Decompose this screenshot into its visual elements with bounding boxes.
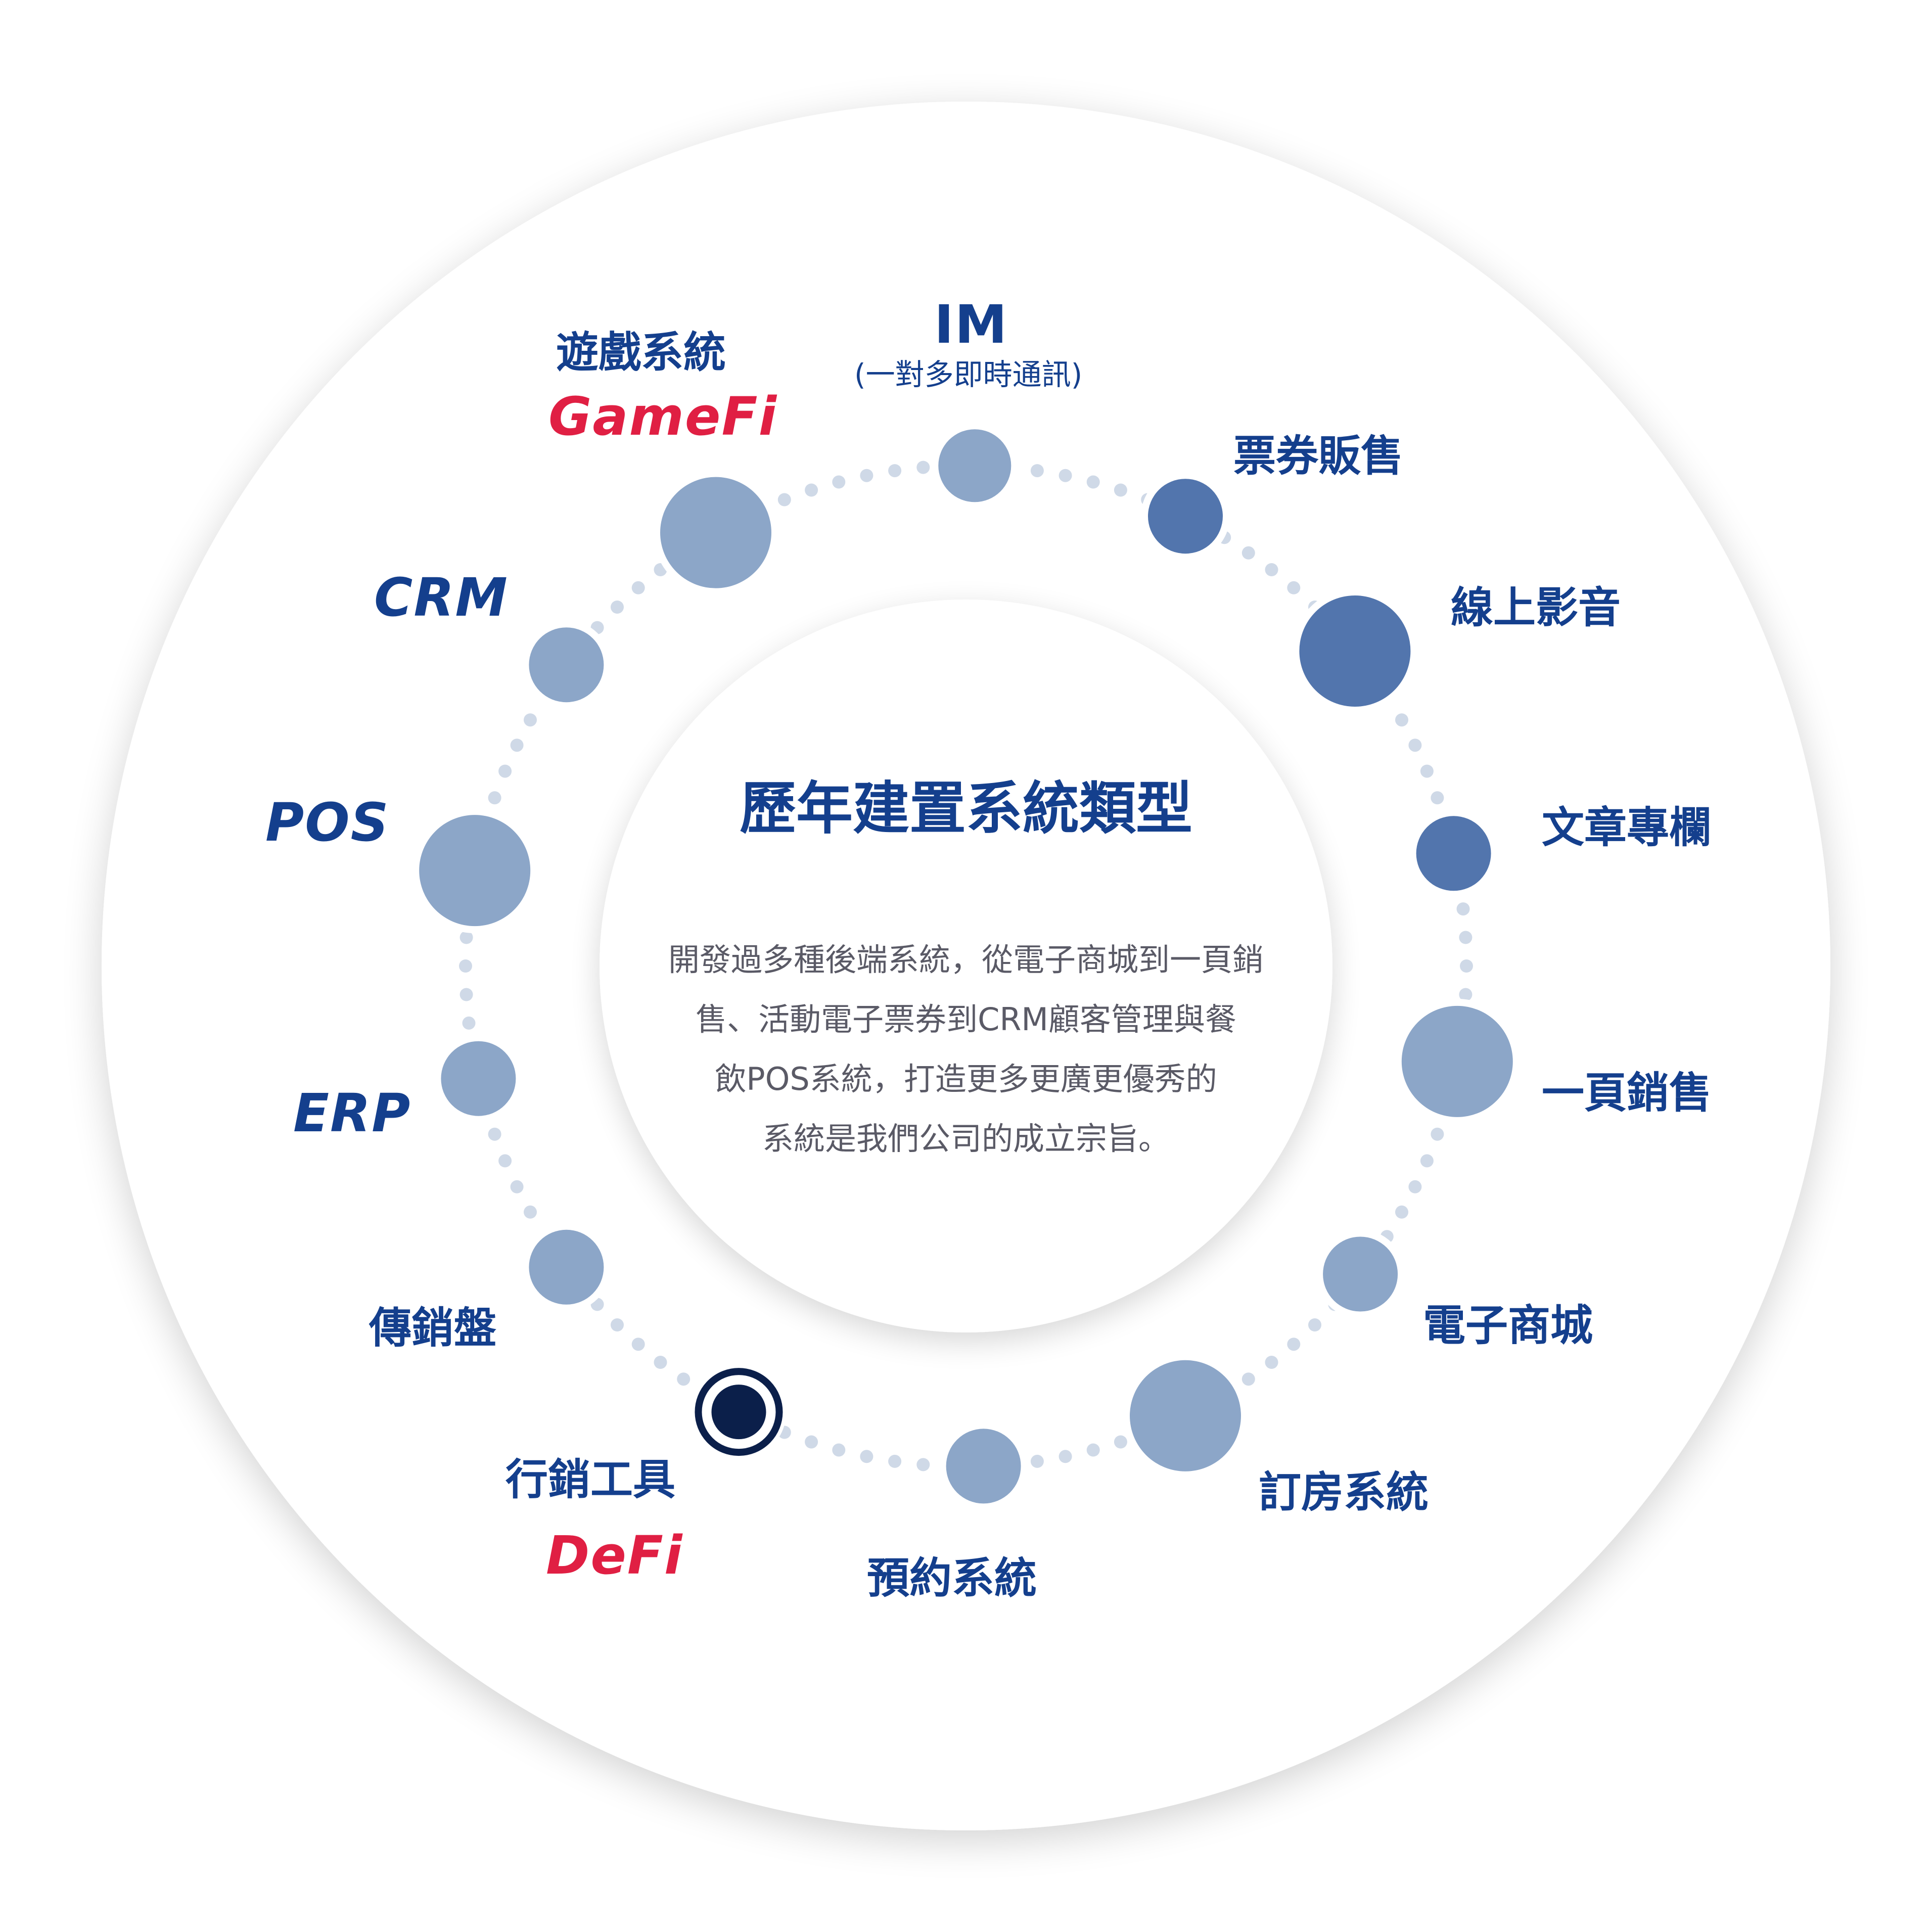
center-title: 歷年建置系統類型 bbox=[740, 776, 1192, 842]
node-erp[interactable] bbox=[441, 1041, 516, 1116]
node-crm[interactable] bbox=[529, 627, 604, 703]
ring-dot bbox=[888, 464, 902, 478]
node-im[interactable] bbox=[938, 429, 1011, 502]
ring-dot bbox=[510, 739, 524, 752]
ring-dot bbox=[1459, 931, 1473, 944]
label-mlm: 傳銷盤 bbox=[369, 1303, 497, 1353]
ring-dot bbox=[1408, 1180, 1422, 1193]
ring-dot bbox=[1395, 713, 1408, 727]
label-marketing: 行銷工具 bbox=[505, 1455, 676, 1504]
inner-circle bbox=[600, 600, 1332, 1332]
description-line: 開發過多種後端系統，從電子商城到一頁銷 bbox=[668, 941, 1264, 978]
ring-dot bbox=[805, 1435, 818, 1449]
ring-dot bbox=[1460, 959, 1473, 973]
ring-dot bbox=[459, 931, 473, 944]
label-video: 線上影音 bbox=[1451, 583, 1621, 632]
ring-dot bbox=[1459, 988, 1473, 1001]
ring-dot bbox=[860, 1450, 873, 1463]
node-ecommerce[interactable] bbox=[1323, 1236, 1398, 1312]
ring-dot bbox=[510, 1180, 524, 1193]
ring-dot bbox=[916, 461, 930, 474]
ring-dot bbox=[459, 988, 473, 1001]
node-layer bbox=[412, 422, 1520, 1511]
ring-dot bbox=[1420, 1154, 1434, 1168]
ring-dot bbox=[1408, 739, 1422, 752]
ring-dot bbox=[916, 1458, 930, 1471]
node-game[interactable] bbox=[660, 477, 771, 588]
ring-dot bbox=[860, 469, 873, 482]
ring-dot bbox=[677, 1372, 691, 1386]
node-booking[interactable] bbox=[1130, 1360, 1241, 1471]
ring-dot bbox=[1086, 1443, 1100, 1457]
label-gamefi: GameFi bbox=[548, 386, 778, 447]
label-pos: POS bbox=[265, 792, 390, 853]
ring-dot bbox=[611, 601, 624, 614]
ring-dot bbox=[832, 1443, 846, 1457]
ring-dot bbox=[524, 1205, 537, 1219]
label-ticket: 票券販售 bbox=[1233, 431, 1404, 481]
ring-dot bbox=[1086, 475, 1100, 489]
ring-dot bbox=[498, 1154, 512, 1168]
ring-dot bbox=[611, 1318, 624, 1331]
ring-dot bbox=[1030, 1454, 1044, 1468]
ring-dot bbox=[1059, 1450, 1072, 1463]
label-crm: CRM bbox=[374, 567, 509, 628]
ring-dot bbox=[1114, 483, 1127, 497]
description-line: 售、活動電子票券到CRM顧客管理與餐 bbox=[696, 1001, 1236, 1038]
label-booking: 訂房系統 bbox=[1259, 1467, 1429, 1517]
ring-dot bbox=[1059, 469, 1072, 482]
ring-dot bbox=[1265, 1356, 1278, 1369]
node-ticket[interactable] bbox=[1148, 479, 1223, 554]
ring-dot bbox=[1456, 902, 1470, 916]
node-article[interactable] bbox=[1416, 816, 1491, 891]
ring-dot bbox=[1241, 1372, 1255, 1386]
ring-dot bbox=[777, 493, 791, 507]
ring-dot bbox=[631, 1338, 645, 1351]
ring-dot bbox=[631, 581, 645, 594]
ring-dot bbox=[1420, 764, 1434, 778]
description-line: 飲POS系統，打造更多更廣更優秀的 bbox=[715, 1061, 1217, 1097]
ring-dot bbox=[1030, 464, 1044, 478]
node-marketing[interactable] bbox=[711, 1385, 766, 1440]
label-defi: DeFi bbox=[546, 1525, 683, 1586]
node-video[interactable] bbox=[1299, 595, 1411, 707]
node-mlm[interactable] bbox=[529, 1229, 604, 1305]
ring-dot bbox=[498, 764, 512, 778]
ring-dot bbox=[832, 475, 846, 489]
node-reservation[interactable] bbox=[946, 1429, 1021, 1504]
label-im: IM bbox=[934, 294, 1008, 355]
ring-dot bbox=[488, 791, 501, 805]
ring-dot bbox=[888, 1454, 902, 1468]
label-ecommerce: 電子商城 bbox=[1423, 1301, 1593, 1350]
ring-dot bbox=[462, 1016, 476, 1030]
label-im-sub: (一對多即時通訊) bbox=[854, 357, 1083, 392]
node-pos[interactable] bbox=[419, 815, 531, 927]
ring-dot bbox=[805, 483, 818, 497]
ring-dot bbox=[1287, 581, 1301, 594]
ring-dot bbox=[488, 1127, 501, 1141]
ring-dot bbox=[459, 959, 472, 973]
center-description: 開發過多種後端系統，從電子商城到一頁銷 售、活動電子票券到CRM顧客管理與餐 飲… bbox=[612, 930, 1320, 1169]
ring-dot bbox=[1395, 1205, 1408, 1219]
ring-dot bbox=[1431, 1127, 1444, 1141]
label-game: 遊戲系統 bbox=[556, 328, 726, 377]
ring-dot bbox=[1308, 1318, 1321, 1331]
ring-dot bbox=[1241, 546, 1255, 560]
node-onepage[interactable] bbox=[1401, 1005, 1513, 1117]
ring-dot bbox=[524, 713, 537, 727]
ring-dot bbox=[1114, 1435, 1127, 1449]
ring-dot bbox=[1431, 791, 1444, 805]
label-article: 文章專欄 bbox=[1542, 803, 1712, 852]
description-line: 系統是我們公司的成立宗旨。 bbox=[762, 1120, 1170, 1157]
ring-dot bbox=[1265, 563, 1278, 576]
label-reservation: 預約系統 bbox=[867, 1553, 1037, 1603]
label-onepage: 一頁銷售 bbox=[1542, 1068, 1712, 1118]
ring-dot bbox=[1287, 1338, 1301, 1351]
label-erp: ERP bbox=[293, 1082, 411, 1144]
ring-dot bbox=[654, 1356, 667, 1369]
